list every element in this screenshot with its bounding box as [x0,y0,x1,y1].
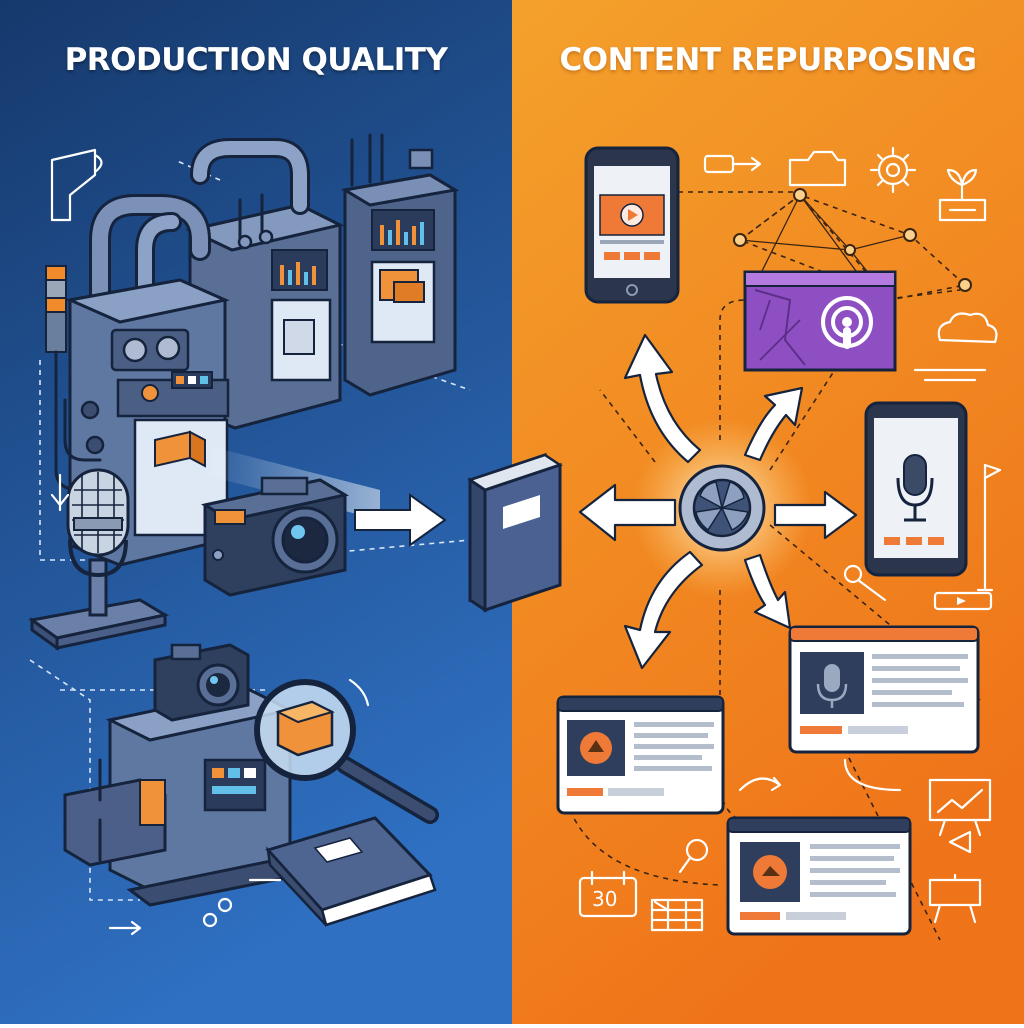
bottom-left-arrows [50,473,282,936]
book-icon-small [265,816,437,927]
calendar-grid-icon [650,898,704,932]
smartphone-video-icon [584,146,680,304]
calendar-icon: 30 [578,870,638,918]
video-bar-icon [933,591,993,611]
key-icon [703,154,762,174]
folder-icon [788,150,847,187]
network-graph-icon [733,188,972,301]
easel-icon [928,873,982,924]
share-icon [948,830,972,854]
cloud-icon [937,312,998,344]
text-lines-icon [913,368,987,382]
gear-icon [869,146,917,194]
calendar-label: 30 [592,887,617,911]
book-icon [467,452,563,613]
small-camera-icon [153,643,250,722]
chart-board-icon [928,778,992,837]
camera-icon [200,476,350,597]
left-to-book-arrow [354,493,447,547]
article-window-icon [726,816,912,936]
blog-window-audio-icon [788,625,980,754]
curved-arrow-icon [738,758,902,792]
search-icon [678,838,709,874]
magnifying-glass-icon [254,678,439,824]
hub-arrows [578,333,858,670]
pin-icon [843,564,887,602]
production-quality-title: PRODUCTION QUALITY [64,42,448,78]
flag-icon [976,463,1002,592]
plant-icon [938,168,987,222]
microphone-icon [28,468,170,651]
hub-icon [678,464,766,552]
coffee-mug-icon [50,148,103,222]
podcast-window-icon [743,270,897,372]
phone-mic-icon [864,401,968,577]
blog-window-icon [556,695,725,815]
content-repurposing-title: CONTENT REPURPOSING [559,42,977,78]
